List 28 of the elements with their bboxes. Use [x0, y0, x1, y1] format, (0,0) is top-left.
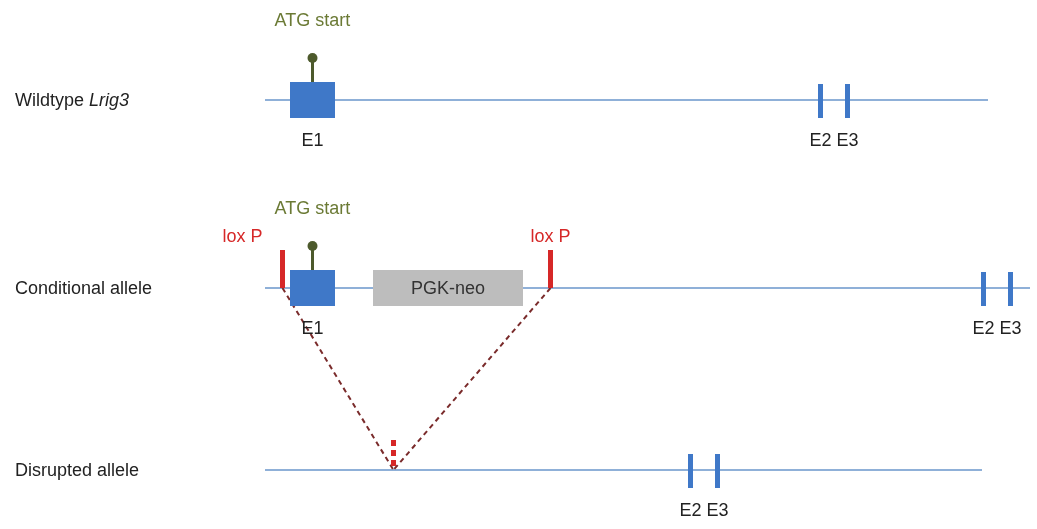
- exon-label: E2: [972, 317, 995, 339]
- exon-label: E1: [301, 129, 324, 151]
- exon-box: [688, 454, 693, 488]
- loxp-site-mark: [548, 250, 553, 288]
- exon-label: E3: [999, 317, 1022, 339]
- dashed-connector: [392, 287, 552, 471]
- exon-label: E1: [301, 317, 324, 339]
- exon-label: E2: [679, 499, 702, 521]
- exon-label: E3: [836, 129, 859, 151]
- start-codon-label: ATG start: [274, 9, 351, 31]
- loxp-label: lox P: [530, 225, 571, 247]
- exon-box: [290, 270, 335, 306]
- start-codon-label: ATG start: [274, 197, 351, 219]
- exon-box: [981, 272, 986, 306]
- dashed-connector: [281, 287, 395, 471]
- exon-box: [290, 82, 335, 118]
- loxp-site-mark: [280, 250, 285, 288]
- row-label: Conditional allele: [15, 277, 153, 299]
- exon-box: [845, 84, 850, 118]
- exon-label: E2: [809, 129, 832, 151]
- row-label: Disrupted allele: [15, 459, 140, 481]
- cassette-box: PGK-neo: [373, 270, 523, 306]
- exon-box: [818, 84, 823, 118]
- exon-label: E3: [706, 499, 729, 521]
- loxp-label: lox P: [222, 225, 263, 247]
- row-label: Wildtype Lrig3: [15, 89, 130, 111]
- exon-box: [715, 454, 720, 488]
- exon-box: [1008, 272, 1013, 306]
